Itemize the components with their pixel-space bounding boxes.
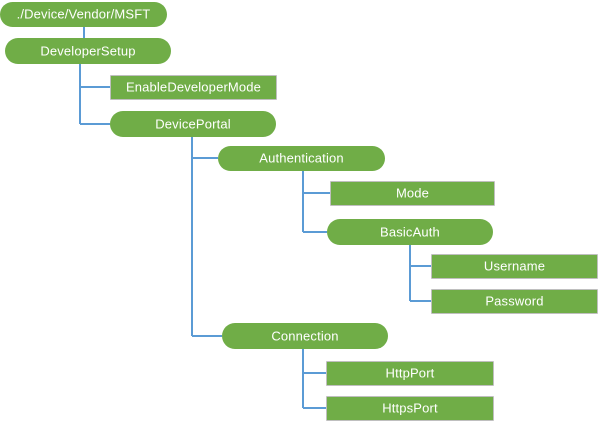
node-authentication[interactable]: Authentication: [218, 146, 385, 171]
node-enable-developer-mode[interactable]: EnableDeveloperMode: [110, 75, 277, 100]
node-label-https-port: HttpsPort: [382, 400, 438, 416]
node-label-basic-auth: BasicAuth: [380, 224, 440, 239]
node-developer-setup[interactable]: DeveloperSetup: [5, 38, 171, 64]
node-label-password: Password: [485, 293, 544, 309]
node-mode[interactable]: Mode: [330, 181, 495, 206]
node-root[interactable]: ./Device/Vendor/MSFT: [0, 2, 167, 27]
node-label-username: Username: [483, 258, 546, 274]
node-label-root: ./Device/Vendor/MSFT: [16, 6, 151, 22]
node-label-enable-developer-mode: EnableDeveloperMode: [125, 79, 262, 95]
node-password[interactable]: Password: [431, 289, 598, 314]
node-label-device-portal: DevicePortal: [155, 116, 231, 131]
node-device-portal[interactable]: DevicePortal: [110, 111, 276, 137]
node-label-mode: Mode: [395, 185, 430, 201]
node-basic-auth[interactable]: BasicAuth: [327, 219, 493, 245]
node-label-connection: Connection: [271, 328, 339, 343]
node-label-authentication: Authentication: [259, 150, 344, 166]
node-username[interactable]: Username: [431, 254, 598, 279]
node-label-developer-setup: DeveloperSetup: [40, 43, 136, 58]
node-https-port[interactable]: HttpsPort: [326, 396, 494, 421]
node-connection[interactable]: Connection: [222, 323, 388, 349]
node-label-http-port: HttpPort: [385, 365, 435, 381]
node-http-port[interactable]: HttpPort: [326, 361, 494, 386]
